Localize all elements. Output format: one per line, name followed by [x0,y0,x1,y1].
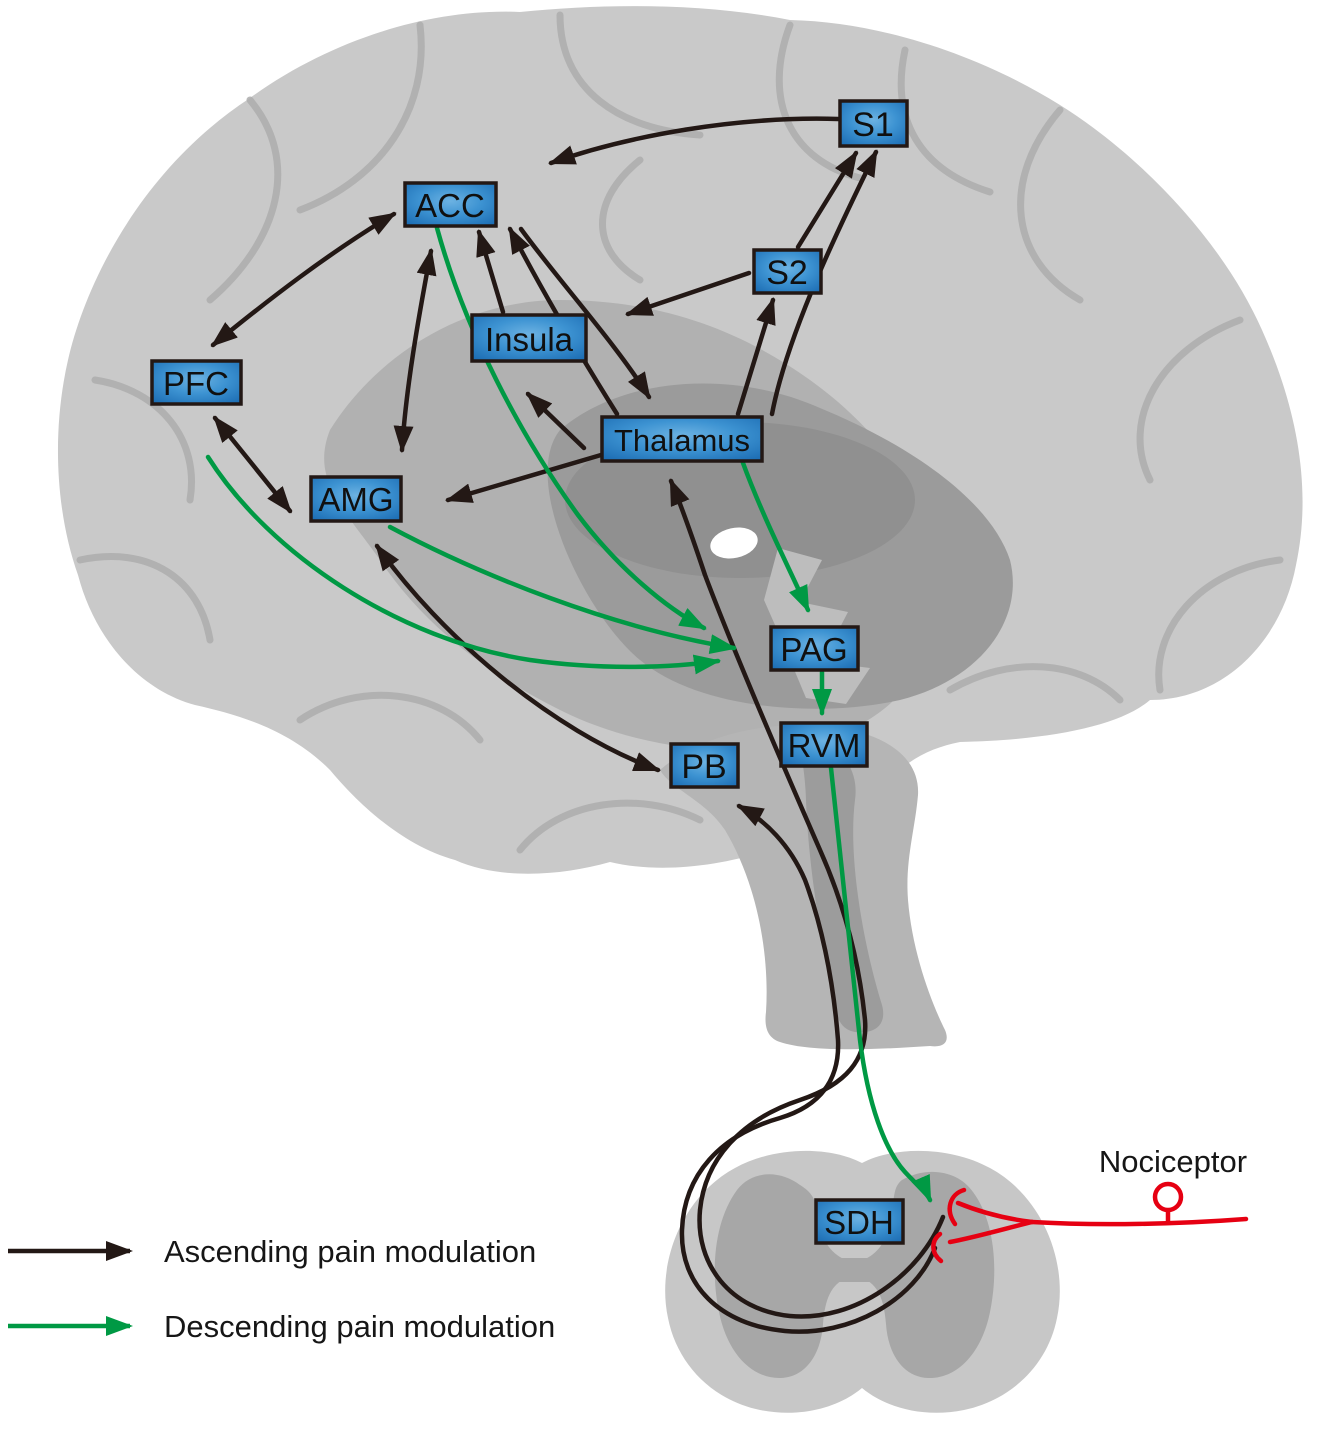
node-pb-box [669,742,740,789]
legend-item-ascending: Ascending pain modulation [8,1234,536,1269]
descending-edges [205,225,933,1203]
edge-acc-to-pag [434,225,707,631]
node-thalamus-box [600,415,764,463]
node-pb: PB [669,742,740,789]
edge-acc-to-thalamus [518,226,652,400]
edge-thalamus-to-pag [740,460,811,613]
edge-pfc-to-pag [205,454,721,675]
node-s1: S1 [838,99,909,148]
node-sdh-label: SDH [824,1204,894,1241]
node-acc-label: ACC [415,187,485,224]
nociceptor-soma [1152,1181,1184,1213]
spinal-cord-section [665,1150,1060,1413]
node-amg-label: AMG [318,481,393,518]
node-rvm-label: RVM [788,727,861,764]
gray-matter-left [714,1174,846,1379]
nociceptor-label: Nociceptor [1099,1144,1247,1179]
node-insula: Insula [470,313,588,363]
nociceptor-terminal-lower [931,1231,944,1264]
nodes: S1 ACC S2 Insula PFC Thalamus AMG PAG [150,99,909,1245]
node-insula-label: Insula [485,321,574,358]
node-pag: PAG [769,625,860,672]
node-s1-label: S1 [852,106,894,144]
node-insula-box [470,313,588,363]
node-thalamus: Thalamus [600,415,764,463]
node-amg: AMG [309,475,403,523]
node-s2-box [752,248,823,295]
edge-amg-pb-bidirectional [374,543,661,773]
brainstem [660,725,947,1050]
edge-s1-to-cortex [548,116,841,166]
edge-acc-pfc-bidirectional [210,211,397,348]
node-s1-box [838,99,909,148]
node-pfc-label: PFC [163,365,229,402]
node-s2-label: S2 [766,254,808,292]
edge-insula-to-acc [476,229,506,315]
node-amg-box [309,475,403,523]
nociceptor-axon [1029,1216,1249,1227]
gray-matter-bridge [838,1258,872,1282]
legend: Ascending pain modulation Descending pai… [8,1234,555,1344]
node-pfc: PFC [150,359,243,406]
node-pag-label: PAG [780,631,847,668]
legend-descending-label: Descending pain modulation [164,1309,555,1344]
node-sdh-box [814,1198,905,1245]
node-rvm: RVM [779,721,869,768]
edge-amg-to-pag [387,524,737,654]
nociceptor-branch-lower [947,1219,1035,1245]
node-thalamus-label: Thalamus [614,423,750,458]
legend-item-descending: Descending pain modulation [8,1309,555,1344]
edge-s2-to-insula [625,270,752,317]
edge-sdh-to-pb [679,803,938,1334]
node-rvm-box [779,721,869,768]
node-pb-label: PB [681,748,726,786]
edge-thalamus-to-insula [525,391,587,451]
edge-acc-amg-bidirectional [393,248,437,453]
edge-pfc-amg-bidirectional [212,415,293,514]
node-pfc-box [150,359,243,406]
brain-illustration [57,6,1303,1050]
edge-rvm-to-sdh [828,765,933,1203]
node-sdh: SDH [814,1198,905,1245]
nociceptor-terminal-upper [947,1187,967,1227]
edge-thalamus-to-amg [445,452,604,503]
edge-thalamus-to-s2 [735,297,776,417]
nociceptor-neuron [931,1181,1249,1264]
nociceptor-branch-upper [955,1200,1035,1225]
edge-s2-to-s1 [795,150,859,250]
node-acc-box [403,181,498,228]
legend-ascending-label: Ascending pain modulation [164,1234,536,1269]
anterior-commissure [710,527,758,559]
node-s2: S2 [752,248,823,295]
node-acc: ACC [403,181,498,228]
node-pag-box [769,625,860,672]
